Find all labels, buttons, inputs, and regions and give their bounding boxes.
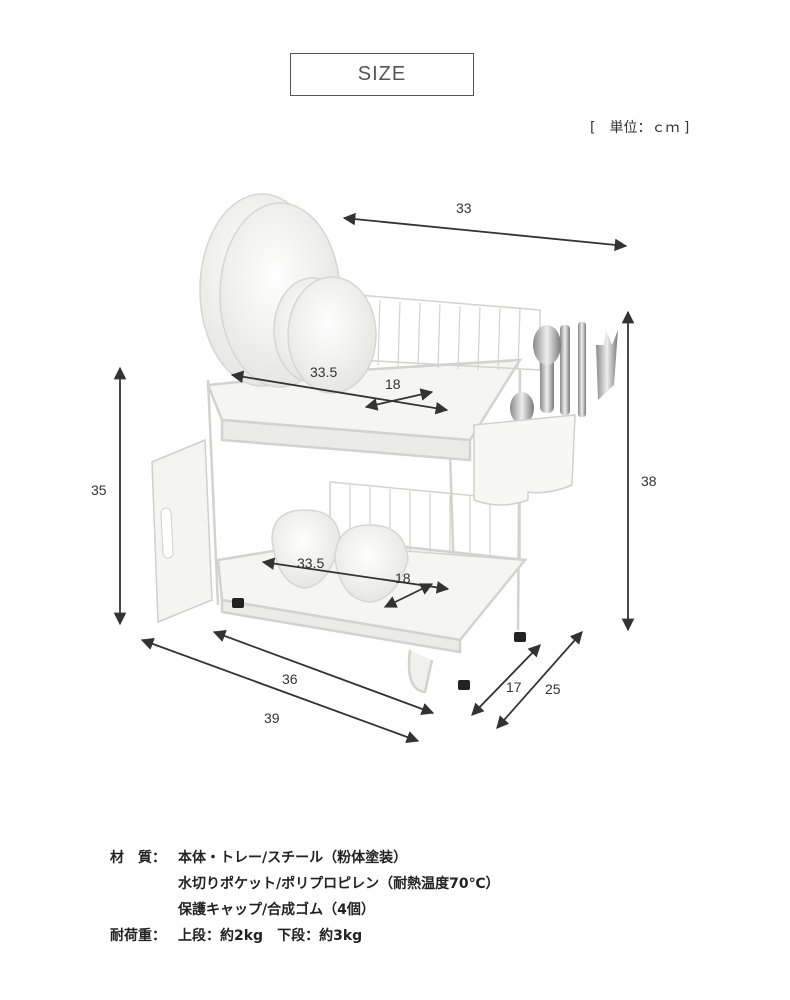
size-heading: SIZE — [290, 53, 474, 96]
label-upper-depth: 18 — [385, 376, 401, 392]
spec-material-line2: 水切りポケット/ポリプロピレン（耐熱温度70℃） — [178, 876, 500, 892]
cutlery-pocket — [473, 322, 618, 506]
plates — [199, 193, 377, 394]
spec-load-row: 耐荷重： 上段：約2kg 下段：約3kg — [110, 923, 500, 949]
label-lower-length: 33.5 — [297, 555, 324, 571]
spec-material-row-2: 水切りポケット/ポリプロピレン（耐熱温度70℃） — [110, 871, 500, 897]
spec-material-line3: 保護キャップ/合成ゴム（4個） — [178, 902, 375, 918]
label-upper-length: 33.5 — [310, 364, 337, 380]
spec-list: 材 質： 本体・トレー/スチール（粉体塗装） 水切りポケット/ポリプロピレン（耐… — [110, 845, 500, 949]
label-top-width: 33 — [456, 200, 472, 216]
spec-load-value: 上段：約2kg 下段：約3kg — [178, 928, 363, 944]
unit-note: [ 単位：ｃｍ ] — [590, 120, 690, 136]
arrow-upper-depth — [364, 388, 434, 411]
spec-material-label: 材 質： — [110, 850, 166, 866]
label-base-outer-depth: 25 — [545, 681, 561, 697]
arrow-lower-depth — [383, 583, 434, 608]
label-lower-depth: 18 — [395, 570, 411, 586]
dimension-arrows — [113, 212, 635, 744]
spec-material-row: 材 質： 本体・トレー/スチール（粉体塗装） — [110, 845, 500, 871]
label-height-left: 35 — [91, 482, 107, 498]
arrow-base-inner-width — [212, 630, 435, 715]
arrow-top-width — [342, 212, 628, 252]
label-base-inner-depth: 17 — [506, 679, 522, 695]
cutting-board — [151, 438, 213, 624]
label-base-outer-width: 39 — [264, 710, 280, 726]
arrow-base-outer-depth — [496, 631, 583, 729]
label-height-right: 38 — [641, 473, 657, 489]
arrow-base-outer-width — [140, 637, 420, 744]
spec-material-line1: 本体・トレー/スチール（粉体塗装） — [178, 850, 408, 866]
label-base-inner-width: 36 — [282, 671, 298, 687]
spec-load-label: 耐荷重： — [110, 928, 166, 944]
spec-material-row-3: 保護キャップ/合成ゴム（4個） — [110, 897, 500, 923]
product-dimension-figure: 33 35 38 33.5 18 33.5 18 36 39 17 25 — [91, 193, 657, 744]
